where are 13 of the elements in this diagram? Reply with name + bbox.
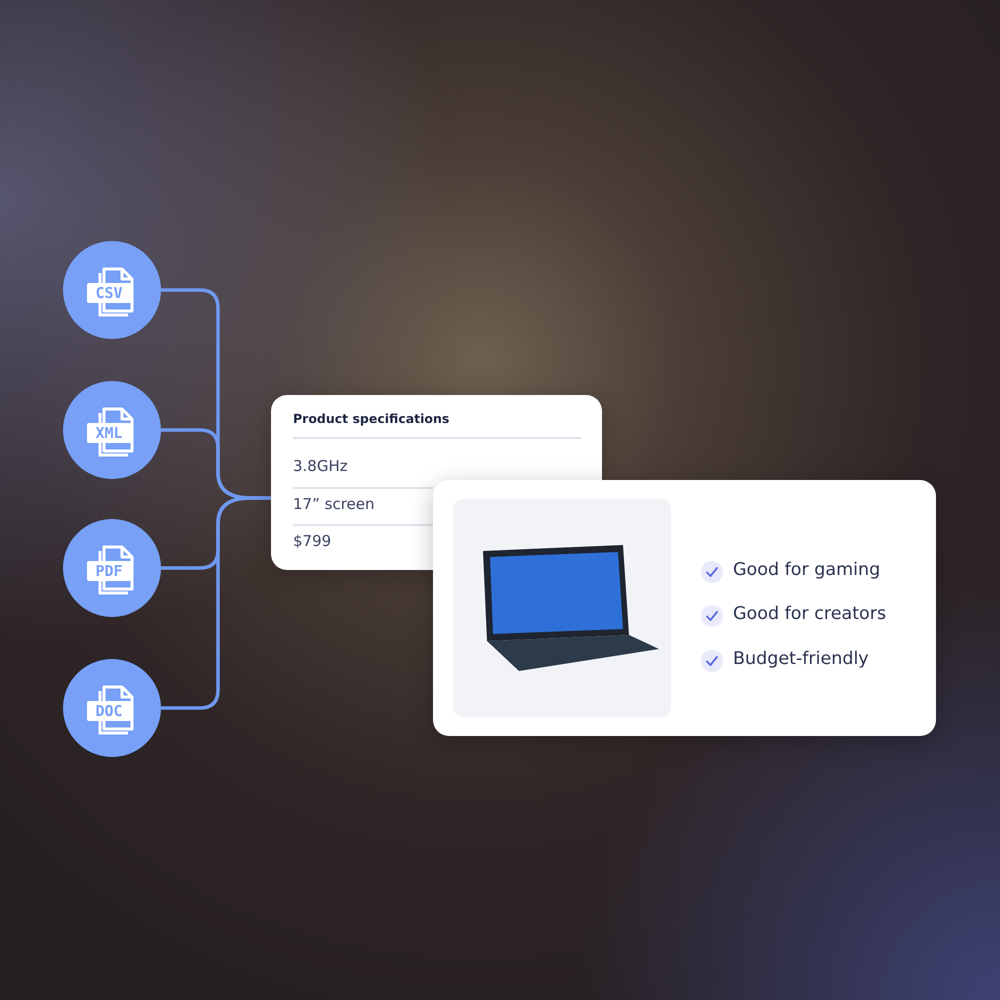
connector-line: [161, 496, 271, 710]
feature-text: Good for creators: [733, 604, 886, 624]
file-type-label: DOC: [87, 701, 131, 721]
spec-value: $799: [293, 532, 332, 550]
file-type-label: CSV: [87, 283, 131, 303]
file-type-label: XML: [87, 423, 131, 443]
product-card: [433, 480, 936, 736]
spec-value: 17” screen: [293, 495, 374, 513]
file-type-label: PDF: [87, 561, 131, 581]
feature-text: Good for gaming: [733, 560, 880, 580]
card-heading: Product specifications: [293, 411, 450, 426]
feature-text: Budget-friendly: [733, 649, 869, 669]
spec-value: 3.8GHz: [293, 457, 348, 475]
